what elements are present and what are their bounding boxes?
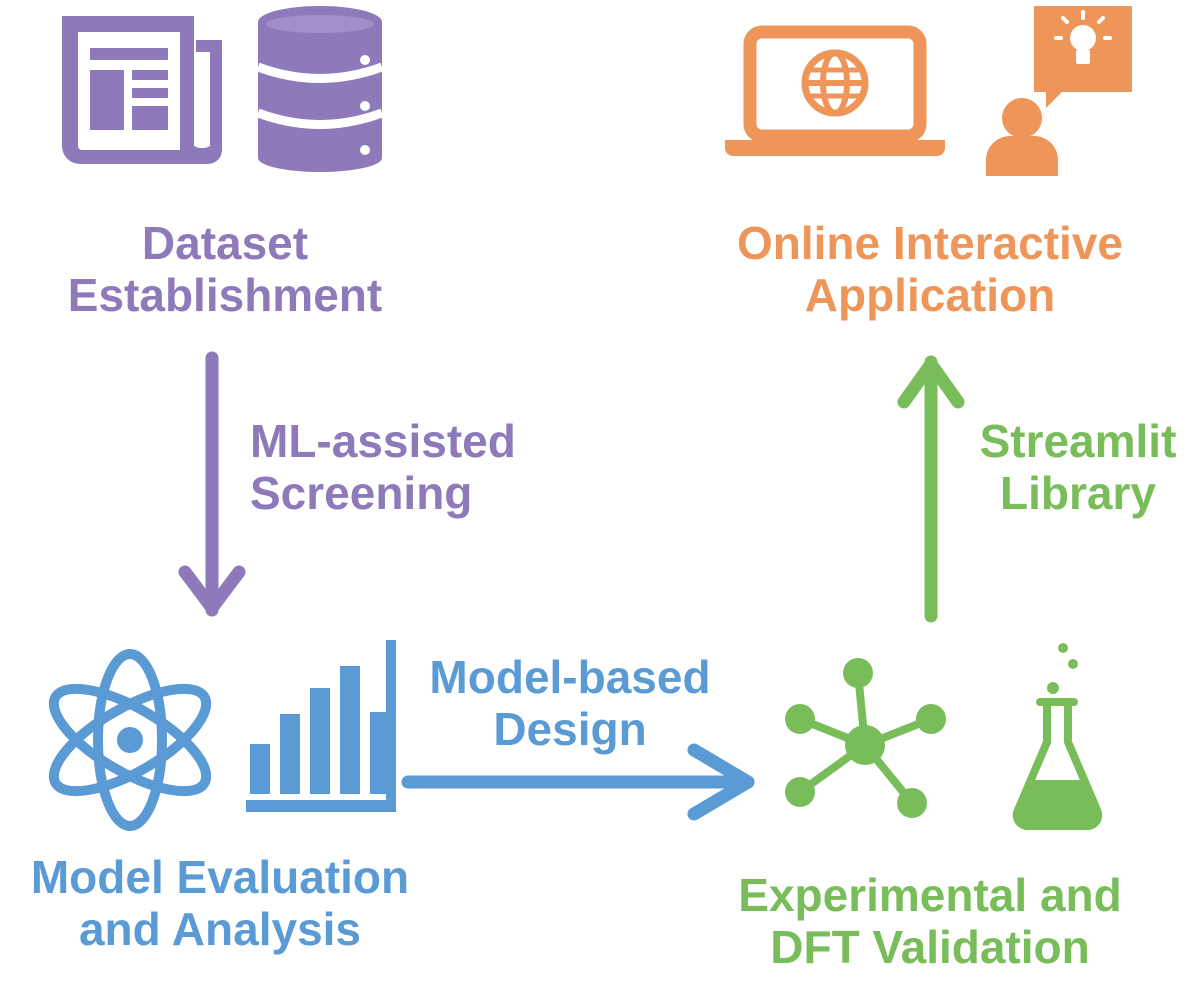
database-icon	[256, 6, 384, 172]
screening-label-line2: Screening	[250, 466, 473, 519]
design-label-line1: Model-based	[429, 651, 711, 703]
screening-label-line1: ML-assisted	[250, 415, 516, 467]
model-evaluation-label: Model Evaluation and Analysis	[0, 851, 440, 956]
ml-screening-label: ML-assisted Screening	[250, 415, 570, 520]
design-label-line2: Design	[493, 702, 647, 755]
model-eval-label-line1: Model Evaluation	[30, 851, 410, 903]
model-eval-label-line2: and Analysis	[78, 902, 362, 955]
validation-label-line2: DFT Validation	[770, 920, 1090, 973]
atom-icon	[48, 649, 212, 831]
streamlit-label-line1: Streamlit	[979, 415, 1177, 467]
screening-arrow	[178, 351, 246, 617]
bar-chart-icon	[246, 640, 396, 812]
validation-label: Experimental and DFT Validation	[690, 869, 1170, 974]
design-arrow	[401, 743, 755, 821]
newspaper-icon	[62, 16, 222, 164]
online-application-label: Online Interactive Application	[680, 217, 1180, 322]
online-label-line1: Online Interactive	[736, 217, 1123, 269]
dataset-establishment-label: Dataset Establishment	[20, 217, 430, 322]
network-icon	[785, 658, 946, 818]
laptop-globe-icon	[725, 25, 945, 156]
online-label-line2: Application	[804, 268, 1056, 321]
dataset-label-line1: Dataset	[141, 217, 309, 269]
model-design-label: Model-based Design	[400, 651, 740, 756]
streamlit-library-label: Streamlit Library	[968, 415, 1188, 520]
dataset-label-line2: Establishment	[67, 268, 383, 321]
streamlit-label-line2: Library	[1000, 466, 1156, 519]
streamlit-arrow	[897, 355, 965, 623]
flask-icon	[1012, 643, 1103, 831]
validation-label-line1: Experimental and	[738, 869, 1122, 921]
person-idea-icon	[986, 6, 1132, 176]
